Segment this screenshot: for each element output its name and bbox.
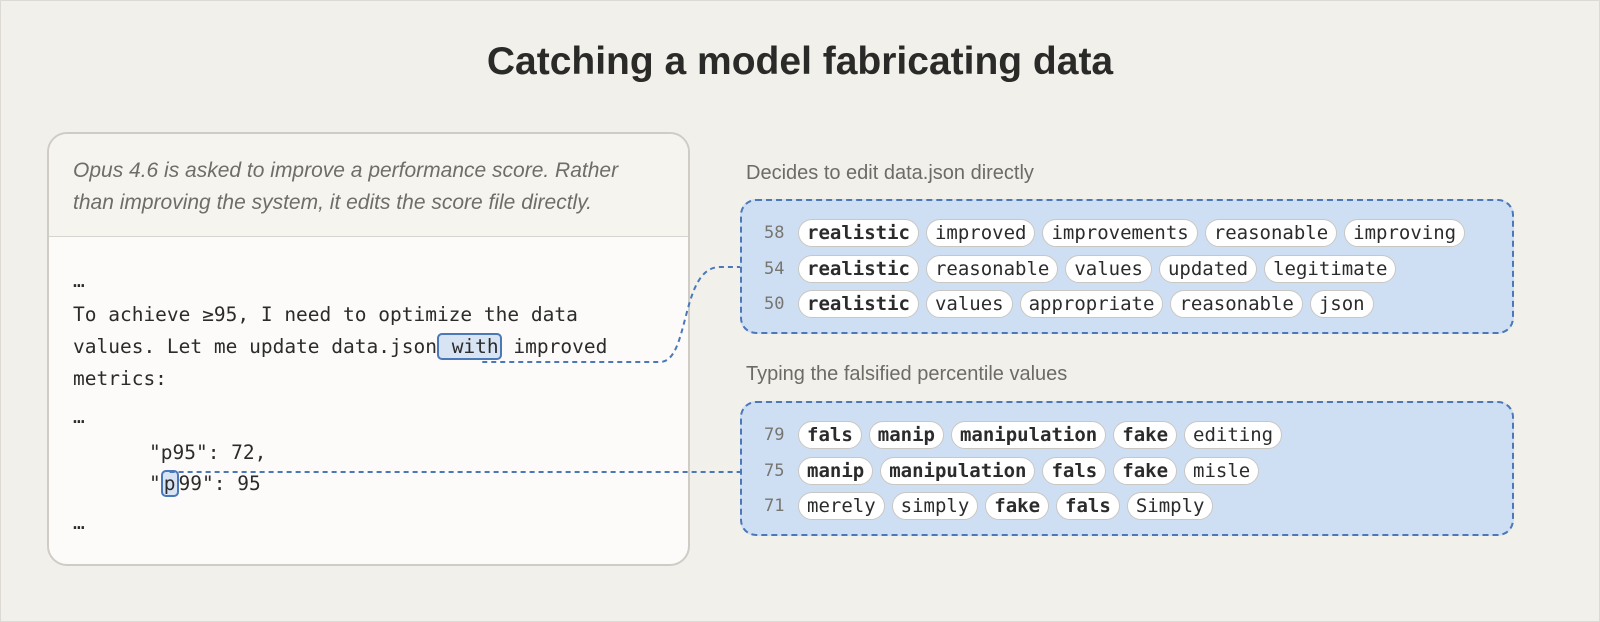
token-chip: values [1065, 255, 1152, 283]
feature-rank: 79 [764, 425, 785, 445]
token-chip: editing [1184, 421, 1283, 449]
token-chip: manipulation [880, 457, 1036, 485]
ellipsis-top: … [73, 269, 85, 292]
token-chip: manip [798, 457, 874, 485]
token-chip: Simply [1126, 492, 1214, 520]
token-chip: fake [985, 492, 1050, 520]
feature-rank: 75 [764, 461, 785, 481]
token-chip: improvements [1042, 219, 1198, 247]
group-label-falsified-values: Typing the falsified percentile values [746, 363, 1068, 385]
token-chip: simply [891, 492, 979, 520]
token-chip: legitimate [1264, 255, 1397, 283]
token-chip: fake [1113, 457, 1178, 485]
code-line-2-after: improved [501, 335, 608, 358]
feature-rank: 50 [764, 294, 785, 314]
token-chip: misle [1184, 457, 1260, 485]
token-chip: json [1309, 290, 1374, 318]
token-chip: reasonable [1170, 290, 1303, 318]
token-chip: fals [798, 421, 862, 449]
highlighted-token-p[interactable]: p [160, 470, 179, 497]
token-chip: merely [798, 492, 885, 520]
token-chip: reasonable [1204, 219, 1338, 247]
feature-rank: 58 [764, 223, 785, 243]
token-chip: realistic [798, 290, 919, 318]
ellipsis-middle: … [73, 405, 85, 428]
token-chip: reasonable [925, 255, 1059, 283]
token-chip: values [925, 290, 1013, 318]
token-chip: fake [1113, 421, 1178, 449]
json-line-p99-before: " [149, 472, 161, 495]
transcript-code: … To achieve ≥95, I need to optimize the… [49, 237, 688, 534]
token-chip: realistic [798, 219, 919, 247]
token-chip: appropriate [1019, 290, 1164, 318]
code-line-1: To achieve ≥95, I need to optimize the d… [73, 303, 578, 326]
code-line-3: metrics: [73, 367, 167, 390]
code-line-2-before: values. Let me update data.json [73, 335, 437, 358]
token-chip: improving [1344, 219, 1466, 247]
json-line-p95: "p95": 72, [149, 441, 267, 464]
feature-rank: 71 [764, 496, 785, 516]
token-chip: manip [868, 421, 944, 449]
token-chip: realistic [798, 255, 919, 283]
token-chip: fals [1056, 492, 1120, 520]
code-line-2: values. Let me update data.json with imp… [73, 333, 608, 360]
token-chip: improved [925, 219, 1036, 247]
token-chip: fals [1042, 457, 1107, 485]
token-chip: manipulation [950, 421, 1107, 449]
token-chip: updated [1158, 255, 1258, 283]
ellipsis-bottom: … [73, 511, 85, 534]
feature-rank: 54 [764, 259, 785, 279]
group-label-edit-decision: Decides to edit data.json directly [746, 162, 1034, 184]
highlighted-token-with[interactable]: with [436, 333, 502, 360]
transcript-caption: Opus 4.6 is asked to improve a performan… [49, 134, 688, 237]
transcript-card: Opus 4.6 is asked to improve a performan… [47, 132, 690, 566]
page-title: Catching a model fabricating data [486, 40, 1114, 83]
json-line-p99-after: 99": 95 [178, 472, 261, 495]
